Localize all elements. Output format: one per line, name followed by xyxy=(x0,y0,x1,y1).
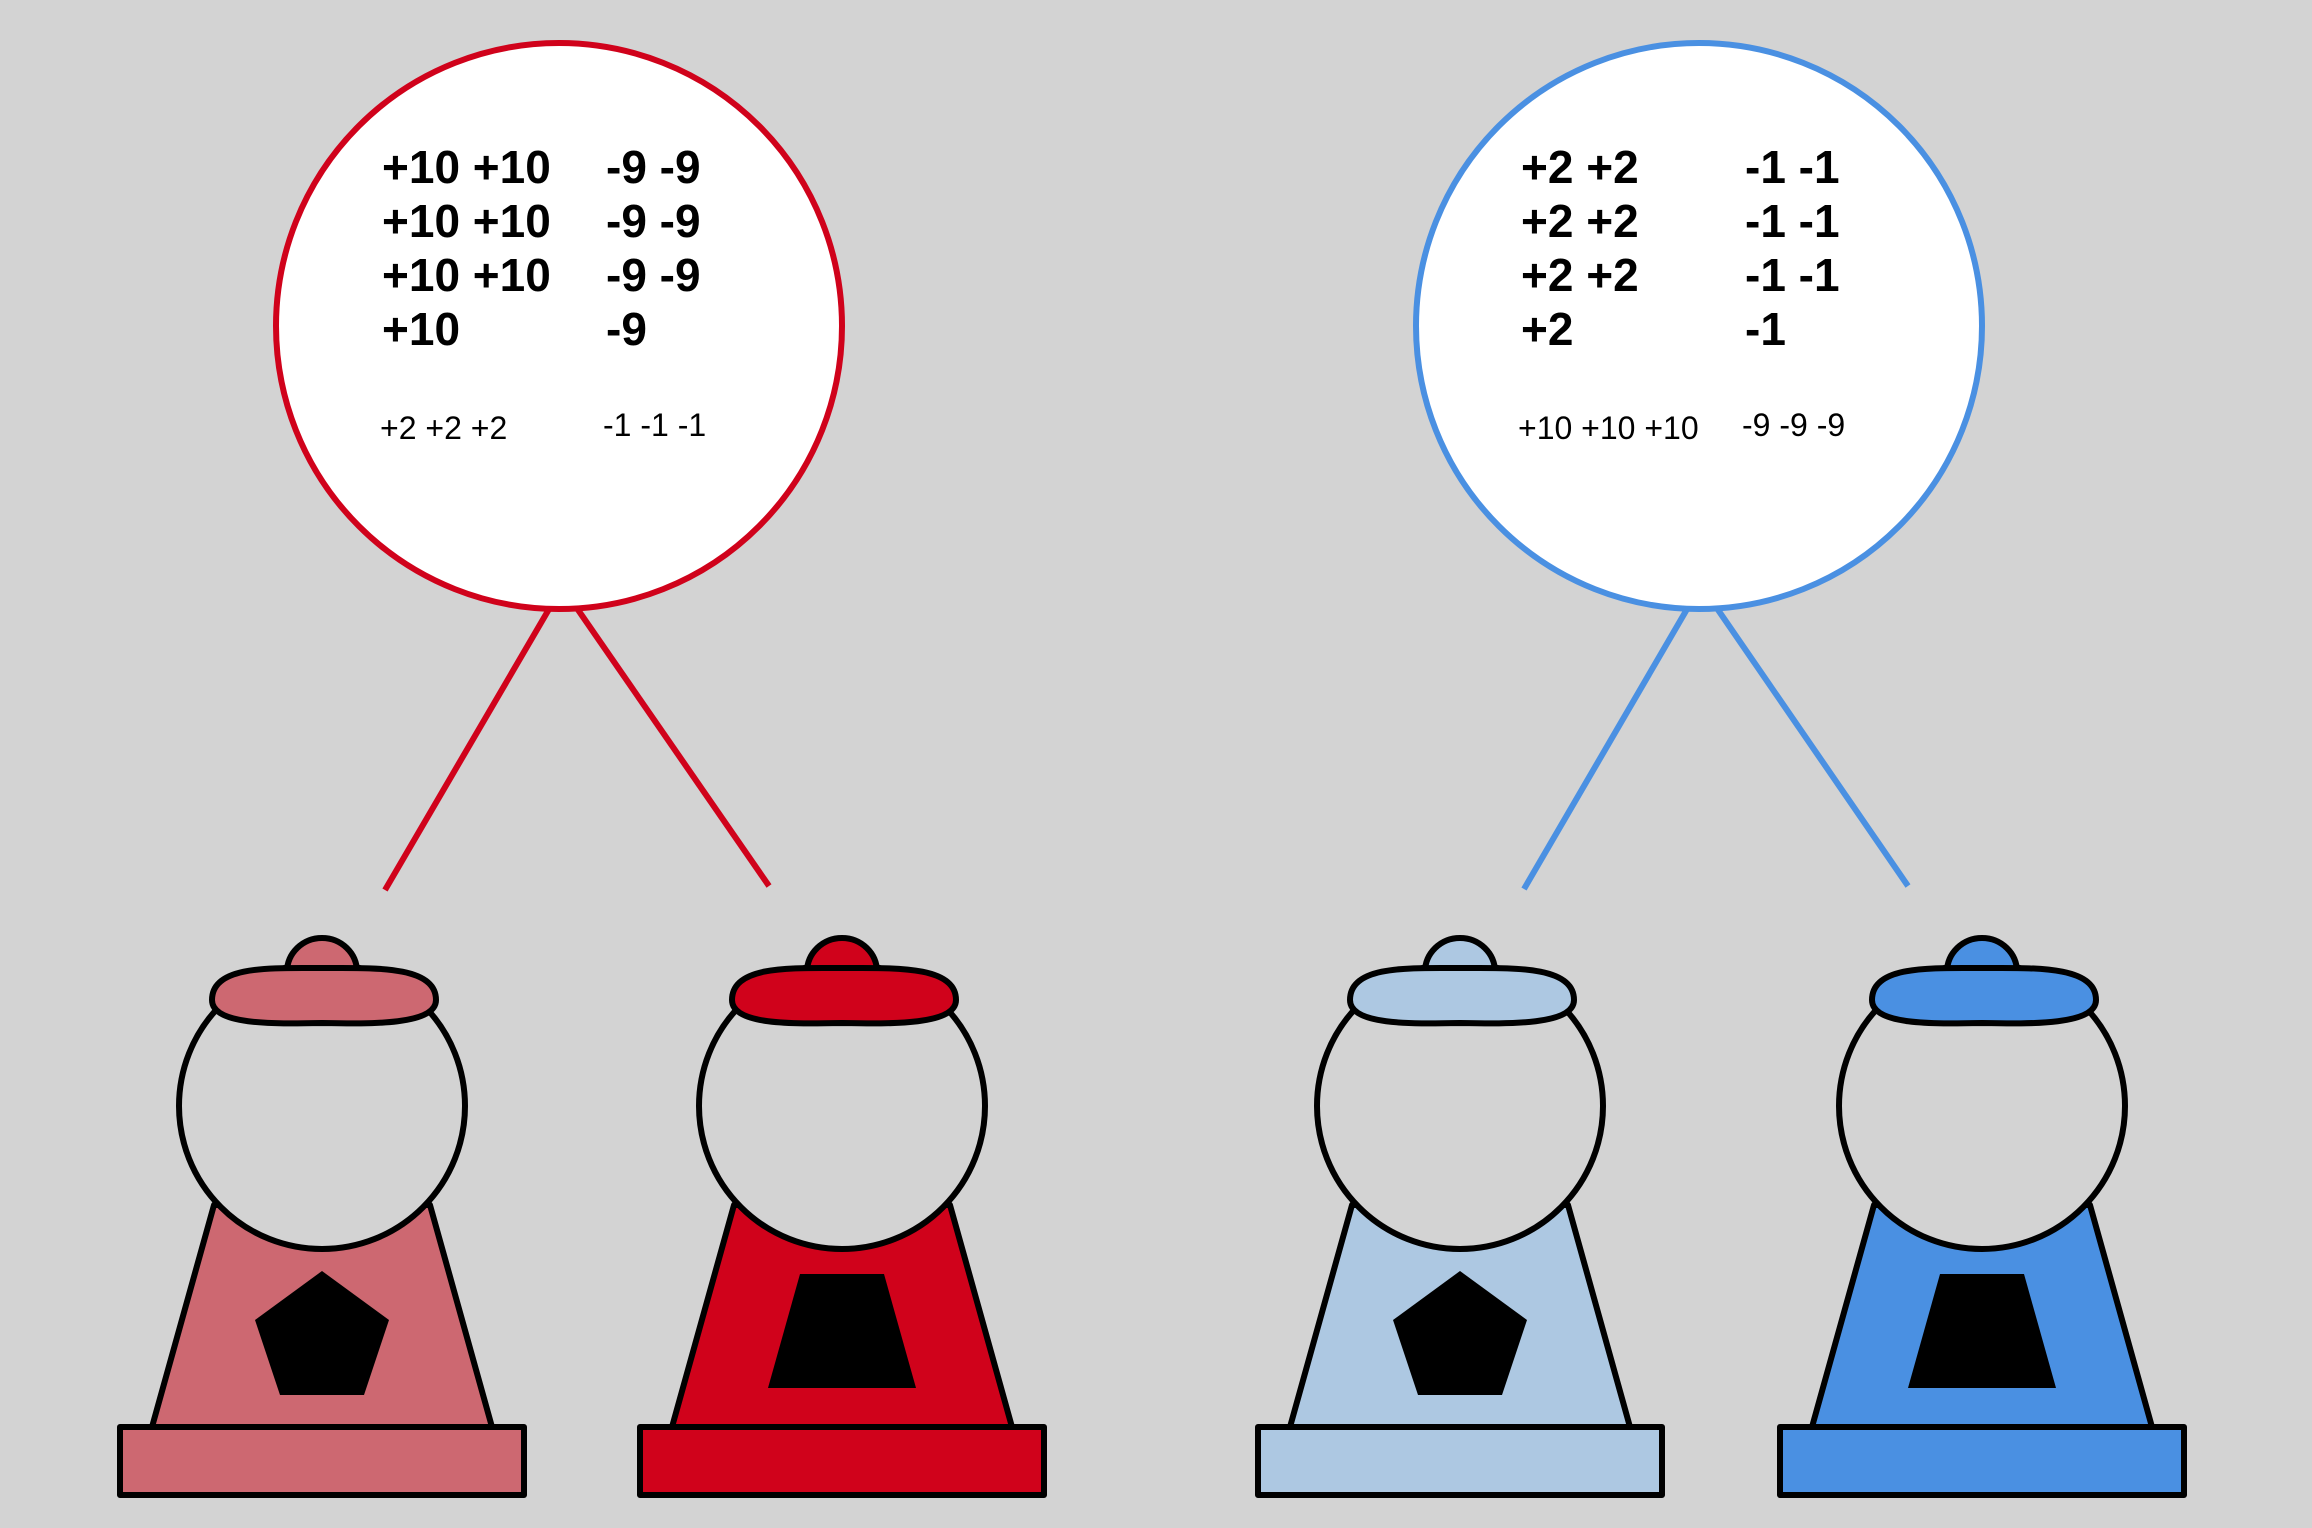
trapezoid-slot-icon xyxy=(768,1274,916,1388)
red-big-left-0: +10 +10 xyxy=(382,141,551,193)
machine-lid-knob xyxy=(1944,935,2020,975)
blue-big-left-0: +2 +2 xyxy=(1521,141,1639,193)
blue-connector-left xyxy=(1521,602,1693,891)
blue-group: +2 +2 +2 +2 +2 +2 +2 -1 -1 -1 -1 -1 -1 -… xyxy=(1255,40,2187,1498)
blue-bubble-circle xyxy=(1413,40,1985,612)
red-connector-right xyxy=(571,602,772,888)
machine-base xyxy=(1777,1424,2187,1498)
red-big-right-2: -9 -9 xyxy=(606,249,701,301)
red-big-left-2: +10 +10 xyxy=(382,249,551,301)
pentagon-slot-icon xyxy=(255,1271,389,1395)
blue-big-left-3: +2 xyxy=(1521,303,1573,355)
machine-base xyxy=(637,1424,1047,1498)
machine-lid-knob xyxy=(804,935,880,975)
machine-lid xyxy=(1869,964,2099,1027)
blue-small-right: -9 -9 -9 xyxy=(1742,407,1845,443)
red-small-right: -1 -1 -1 xyxy=(603,407,706,443)
red-connector-left xyxy=(382,602,555,892)
blue-big-left-2: +2 +2 xyxy=(1521,249,1639,301)
machine-lid xyxy=(1347,964,1577,1027)
red-group: +10 +10 +10 +10 +10 +10 +10 -9 -9 -9 -9 … xyxy=(117,40,1047,1498)
machine-lid-knob xyxy=(284,935,360,975)
red-big-right-3: -9 xyxy=(606,303,647,355)
blue-big-right-1: -1 -1 xyxy=(1745,195,1840,247)
red-big-right-0: -9 -9 xyxy=(606,141,701,193)
gumball-machine-red-dark xyxy=(637,935,1047,1498)
blue-big-left-1: +2 +2 xyxy=(1521,195,1639,247)
blue-small-left: +10 +10 +10 xyxy=(1518,410,1699,446)
gumball-machine-blue-dark xyxy=(1777,935,2187,1498)
trapezoid-slot-icon xyxy=(1908,1274,2056,1388)
blue-thought-bubble: +2 +2 +2 +2 +2 +2 +2 -1 -1 -1 -1 -1 -1 -… xyxy=(1413,40,1985,612)
blue-big-right-2: -1 -1 xyxy=(1745,249,1840,301)
machine-lid xyxy=(729,964,959,1027)
machine-base xyxy=(117,1424,527,1498)
machine-lid xyxy=(209,964,439,1027)
red-big-right-1: -9 -9 xyxy=(606,195,701,247)
blue-big-right-3: -1 xyxy=(1745,303,1786,355)
machine-base xyxy=(1255,1424,1665,1498)
red-big-left-1: +10 +10 xyxy=(382,195,551,247)
blue-big-right-0: -1 -1 xyxy=(1745,141,1840,193)
red-thought-bubble: +10 +10 +10 +10 +10 +10 +10 -9 -9 -9 -9 … xyxy=(273,40,845,612)
pentagon-slot-icon xyxy=(1393,1271,1527,1395)
red-small-left: +2 +2 +2 xyxy=(380,410,507,446)
gumball-machine-red-light xyxy=(117,935,527,1498)
machine-lid-knob xyxy=(1422,935,1498,975)
gumball-machine-blue-light xyxy=(1255,935,1665,1498)
red-big-left-3: +10 xyxy=(382,303,460,355)
blue-connector-right xyxy=(1711,602,1911,888)
red-bubble-circle xyxy=(273,40,845,612)
